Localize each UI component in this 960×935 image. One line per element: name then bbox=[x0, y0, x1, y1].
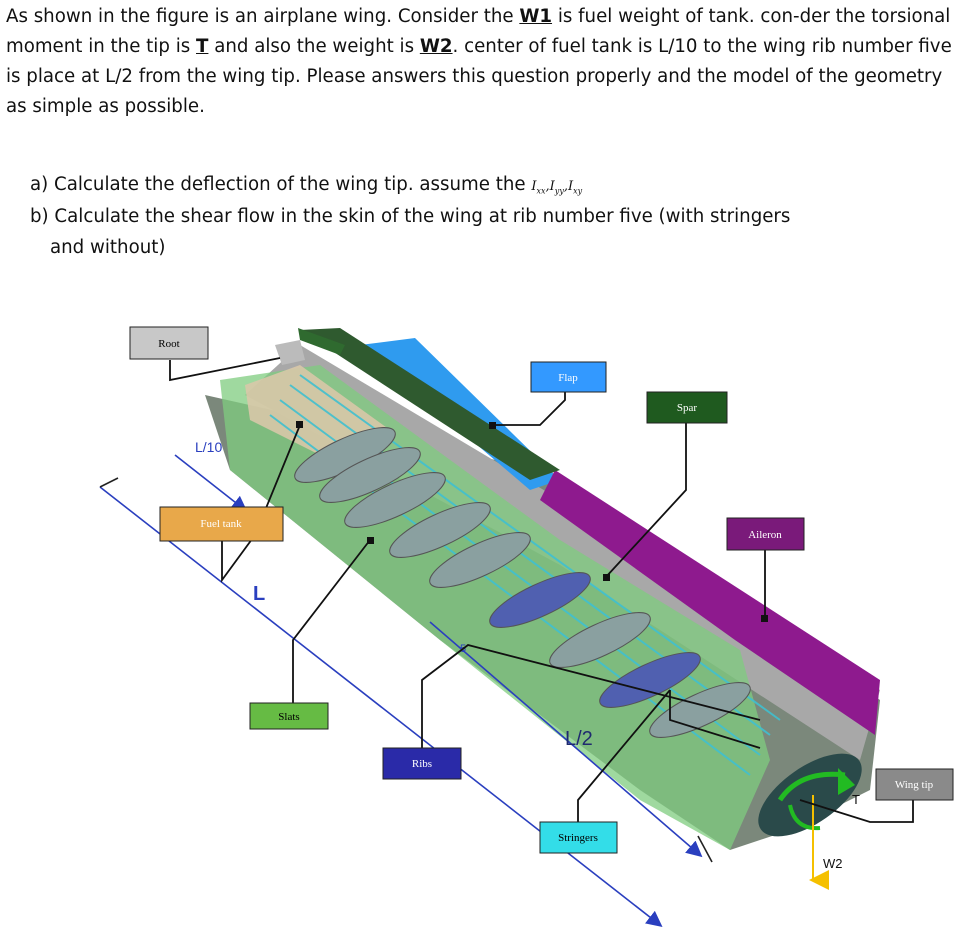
label-stringers: Stringers bbox=[539, 821, 618, 854]
svg-text:Ribs: Ribs bbox=[412, 758, 432, 770]
l10-label: L/10 bbox=[195, 439, 222, 455]
wing-body bbox=[205, 328, 880, 850]
svg-text:Flap: Flap bbox=[558, 372, 578, 384]
label-slats: Slats bbox=[249, 702, 329, 730]
label-root: Root bbox=[129, 326, 209, 360]
question-b: b) Calculate the shear flow in the skin … bbox=[30, 206, 791, 227]
label-wing-tip: Wing tip bbox=[875, 768, 954, 801]
aileron-surface bbox=[540, 470, 880, 735]
spar-strip bbox=[300, 328, 560, 480]
problem-text-2: is fuel weight of tank. con-der the tors… bbox=[6, 6, 951, 57]
svg-text:Spar: Spar bbox=[677, 402, 698, 414]
problem-statement: As shown in the figure is an airplane wi… bbox=[6, 2, 956, 122]
question-a-text: a) Calculate the deflection of the wing … bbox=[30, 174, 532, 195]
label-ribs: Ribs bbox=[382, 747, 462, 780]
svg-text:Fuel tank: Fuel tank bbox=[200, 518, 242, 530]
question-a: a) Calculate the deflection of the wing … bbox=[30, 170, 582, 207]
t-term: T bbox=[196, 36, 209, 57]
problem-text-4: . center of fuel tank is L/10 to the win… bbox=[6, 36, 952, 117]
problem-text-1: As shown in the figure is an airplane wi… bbox=[6, 6, 520, 27]
w2-label: W2 bbox=[823, 856, 843, 871]
label-aileron: Aileron bbox=[726, 517, 805, 551]
rib-group bbox=[294, 427, 751, 738]
label-fuel-tank: Fuel tank bbox=[159, 506, 284, 542]
inertia-variables: Ixx,Iyy,Ixy bbox=[531, 179, 583, 196]
svg-text:Wing tip: Wing tip bbox=[895, 779, 934, 791]
torque-label: T bbox=[852, 792, 860, 807]
svg-text:Aileron: Aileron bbox=[748, 529, 782, 541]
label-flap: Flap bbox=[530, 361, 607, 393]
w2-term: W2 bbox=[419, 36, 453, 57]
svg-text:Root: Root bbox=[158, 338, 179, 350]
leader-lines bbox=[169, 357, 914, 823]
svg-text:Stringers: Stringers bbox=[558, 832, 598, 844]
l-label: L bbox=[253, 583, 265, 605]
problem-text-3: and also the weight is bbox=[208, 36, 420, 57]
l2-label: L/2 bbox=[565, 728, 593, 750]
label-spar: Spar bbox=[646, 391, 728, 424]
svg-text:Slats: Slats bbox=[278, 711, 299, 723]
w1-term: W1 bbox=[519, 6, 553, 27]
question-b-continued: and without) bbox=[50, 237, 166, 258]
